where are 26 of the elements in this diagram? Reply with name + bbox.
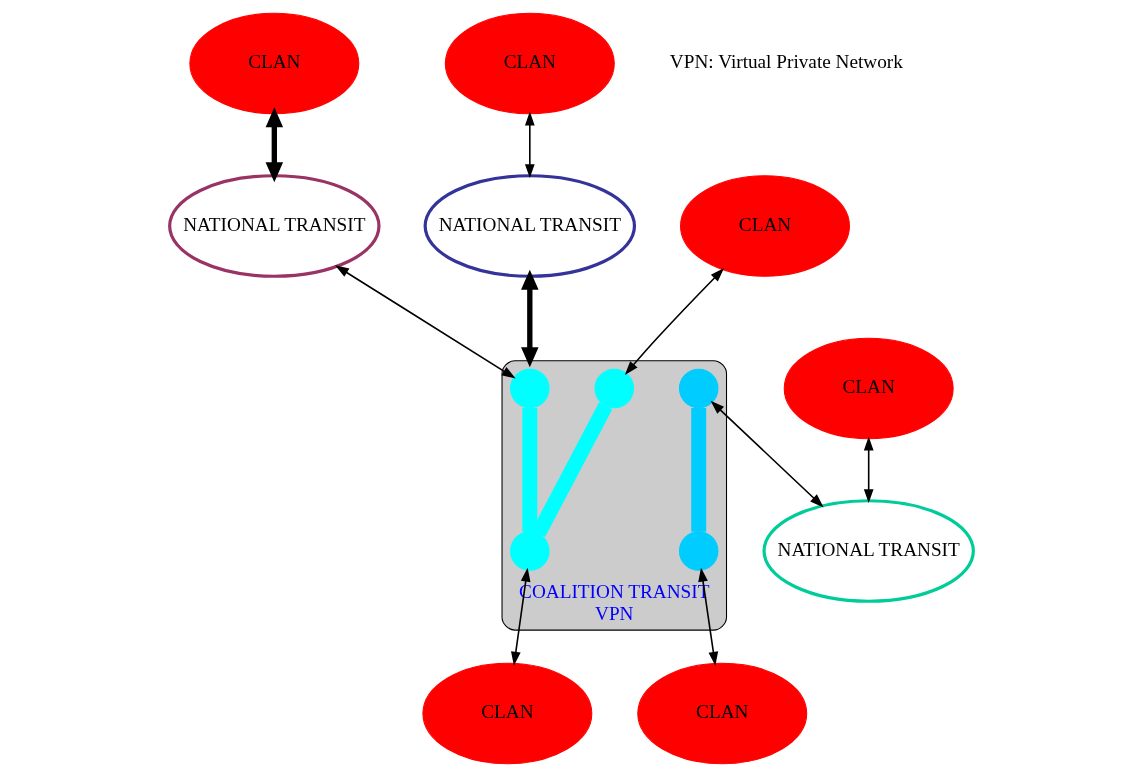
arrow [511,567,531,666]
arrow [863,436,874,503]
connector [522,407,538,532]
node-circle [510,368,550,408]
connector [691,407,707,532]
label: VPN: Virtual Private Network [669,50,903,72]
node-ellipse: NATIONAL TRANSIT [423,173,637,278]
arrow [265,106,284,182]
arrow [524,111,535,178]
node-ellipse: CLAN [444,12,615,114]
arrow [521,269,539,367]
node-circle [510,530,550,571]
node-ellipse: CLAN [189,12,360,114]
node-circle [678,368,719,408]
arrow [335,264,516,379]
arrow [710,400,824,507]
connector [531,401,613,537]
node-ellipse: CLAN [422,662,593,764]
node-ellipse: CLAN [637,662,808,764]
arrow [698,567,719,666]
node-circle [594,368,635,408]
arrow [624,267,725,375]
node-ellipse: NATIONAL TRANSIT [762,498,975,603]
node-ellipse: CLAN [680,174,850,277]
node-ellipse: CLAN [783,337,954,439]
node-circle [678,530,719,571]
